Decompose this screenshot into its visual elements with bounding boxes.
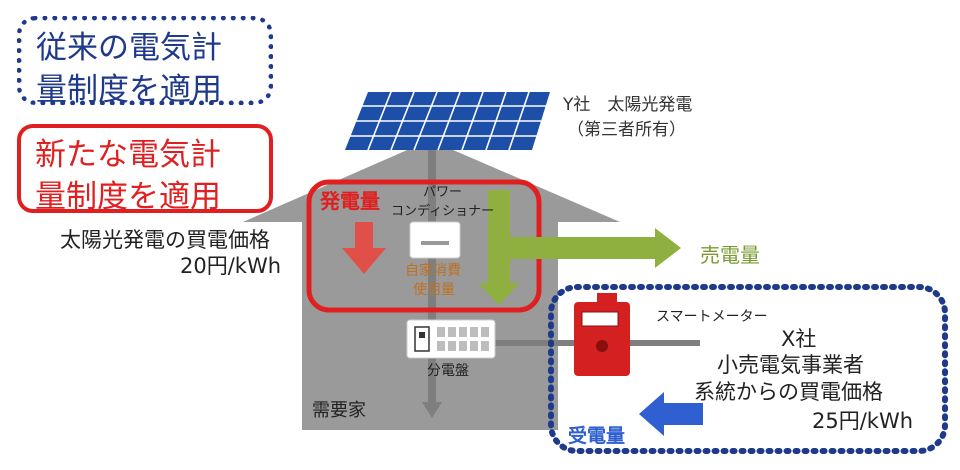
legend-traditional-line-2: 量制度を適用 xyxy=(36,72,222,108)
inverter-label-line-1: パワー xyxy=(423,185,463,200)
sold-power-arrow-icon xyxy=(478,190,681,305)
received-power-label: 受電量 xyxy=(568,425,626,447)
distribution-board-label: 分電盤 xyxy=(427,363,469,379)
self-consumption-line-1: 自家消費 xyxy=(405,263,461,279)
legend-new: 新たな電気計 量制度を適用 xyxy=(17,124,273,215)
legend-traditional: 従来の電気計 量制度を適用 xyxy=(17,16,273,108)
legend-new-line-1: 新たな電気計 xyxy=(35,137,221,173)
smart-meter-label: スマートメーター xyxy=(656,309,768,325)
received-power-arrow-icon xyxy=(639,392,703,436)
self-consumption-line-2: 使用量 xyxy=(413,282,455,298)
retailer-price-label: 系統からの買電価格 xyxy=(694,380,883,404)
legend-traditional-line-1: 従来の電気計 xyxy=(36,30,222,66)
solar-panel-icon xyxy=(345,91,550,151)
consumer-label: 需要家 xyxy=(312,400,366,421)
distribution-board-icon xyxy=(406,319,496,359)
inverter-icon xyxy=(409,221,461,259)
retailer-name: X社 xyxy=(781,327,817,351)
legend-new-line-2: 量制度を適用 xyxy=(35,179,221,215)
retailer-type: 小売電気事業者 xyxy=(717,353,864,377)
solar-company-label: Y社 太陽光発電 xyxy=(563,95,693,115)
smart-meter-icon xyxy=(574,293,630,376)
flow-down-arrow xyxy=(422,150,442,418)
solar-ownership-label: （第三者所有） xyxy=(567,120,686,140)
sold-power-label: 売電量 xyxy=(700,243,760,267)
generation-arrow-icon xyxy=(342,222,386,274)
pv-price-value: 20円/kWh xyxy=(180,254,282,278)
traditional-system-box xyxy=(548,284,948,454)
retailer-price-value: 25円/kWh xyxy=(812,409,914,433)
inverter-label-line-2: コンディショナー xyxy=(391,204,495,219)
pv-price-label: 太陽光発電の買電価格 xyxy=(60,228,270,252)
generation-label: 発電量 xyxy=(320,189,380,213)
